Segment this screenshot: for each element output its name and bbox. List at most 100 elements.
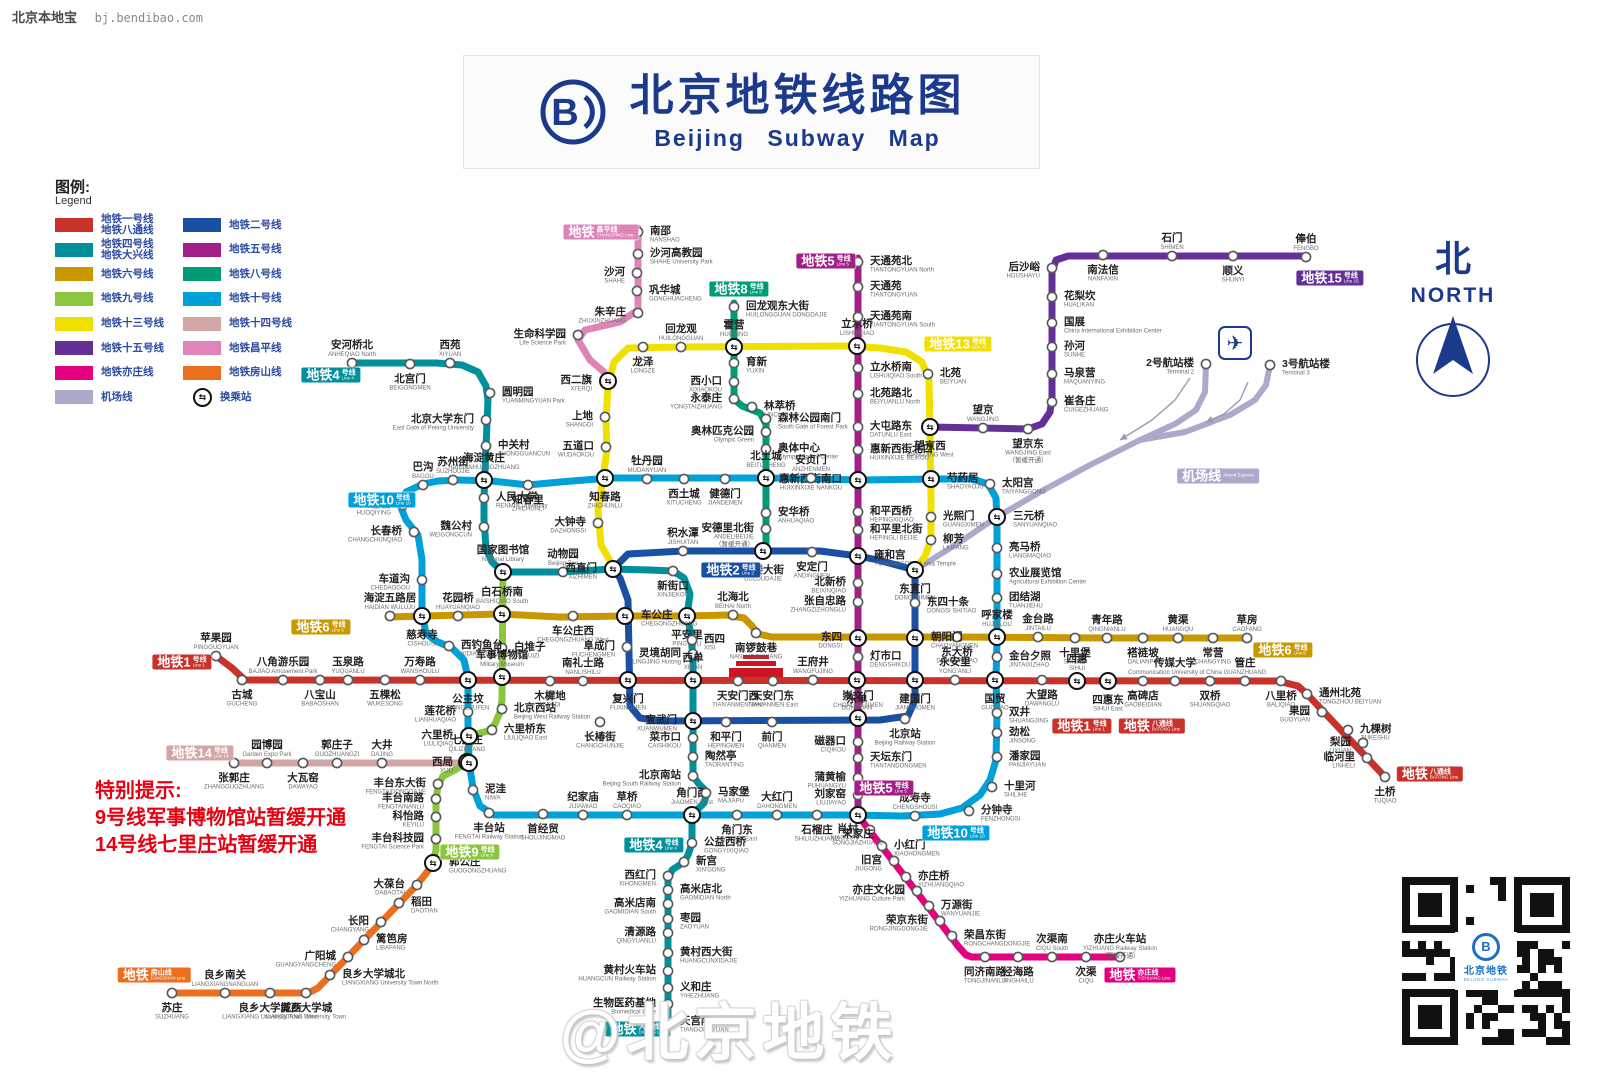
svg-text:常营: 常营 — [1203, 646, 1225, 659]
svg-text:SANYUANQIAO: SANYUANQIAO — [1013, 523, 1057, 529]
svg-text:大瓦窑: 大瓦窑 — [287, 771, 319, 784]
svg-text:次渠: 次渠 — [1076, 965, 1098, 978]
svg-text:Biomedical Base: Biomedical Base — [611, 1010, 656, 1016]
svg-text:传媒大学: 传媒大学 — [1153, 656, 1196, 669]
svg-text:北京站: 北京站 — [889, 727, 921, 740]
svg-text:XIAOHONGMEN: XIAOHONGMEN — [894, 852, 940, 858]
svg-text:3号航站楼: 3号航站楼 — [1282, 357, 1330, 370]
svg-text:知春路: 知春路 — [589, 490, 621, 503]
svg-text:CHONGWENMEN: CHONGWENMEN — [833, 703, 883, 709]
legend-item: 机场线 — [55, 390, 183, 405]
svg-text:石门: 石门 — [1161, 231, 1183, 244]
svg-text:TAORANTING: TAORANTING — [705, 763, 744, 769]
title-english: Beijing Subway Map — [654, 124, 941, 151]
svg-text:石榴庄: 石榴庄 — [800, 823, 833, 836]
legend-label: 换乘站 — [220, 390, 252, 403]
svg-text:⇆: ⇆ — [498, 672, 505, 682]
svg-text:（暂缓开通）: （暂缓开通） — [715, 539, 754, 548]
svg-text:动物园: 动物园 — [547, 547, 579, 560]
svg-text:玉泉路: 玉泉路 — [332, 655, 364, 668]
svg-text:永泰庄: 永泰庄 — [690, 391, 723, 404]
svg-text:双井: 双井 — [1008, 705, 1031, 718]
svg-text:长春桥: 长春桥 — [371, 524, 403, 537]
svg-text:TIANTONGYUAN North: TIANTONGYUAN North — [870, 268, 934, 274]
svg-text:⇆: ⇆ — [499, 567, 506, 577]
svg-text:CAISHIKOU: CAISHIKOU — [648, 744, 681, 750]
svg-text:GUCHENG: GUCHENG — [227, 702, 258, 708]
svg-text:和平西桥: 和平西桥 — [869, 504, 912, 517]
legend-item: 地铁二号线 — [183, 218, 311, 233]
legend: 图例: Legend 地铁一号线地铁八通线地铁二号线地铁四号线地铁大兴线地铁五号… — [55, 176, 325, 410]
svg-text:八里桥: 八里桥 — [1264, 689, 1297, 702]
svg-text:WANGJING East: WANGJING East — [1005, 451, 1051, 457]
badge-text: 地铁 — [122, 967, 149, 983]
svg-text:⇆: ⇆ — [464, 675, 471, 685]
svg-text:GUANZHUANG: GUANZHUANG — [1224, 670, 1267, 676]
badge-text: 地铁5 — [859, 780, 893, 796]
svg-text:魏公村: 魏公村 — [440, 519, 473, 532]
svg-text:BAGOU: BAGOU — [412, 474, 434, 480]
svg-text:张自忠路: 张自忠路 — [804, 594, 846, 607]
qr-logo-english: BEIJING SUBWAY — [1463, 977, 1509, 982]
svg-text:良乡大学城: 良乡大学城 — [280, 1001, 333, 1014]
badge-text: 地铁5 — [801, 253, 835, 269]
svg-text:GULOUDAJIE: GULOUDAJIE — [744, 577, 782, 583]
svg-text:丰台科技园: 丰台科技园 — [372, 831, 425, 844]
svg-text:CAOQIAO: CAOQIAO — [613, 804, 641, 810]
svg-text:⇆: ⇆ — [911, 565, 918, 575]
svg-text:DALIANPO: DALIANPO — [1128, 660, 1159, 666]
svg-text:⇆: ⇆ — [993, 512, 1000, 522]
svg-text:JIANDEMEN: JIANDEMEN — [708, 501, 743, 507]
svg-text:土桥: 土桥 — [1375, 785, 1397, 798]
legend-row: 地铁四号线地铁大兴线地铁五号线 — [55, 238, 325, 263]
legend-color-swatch — [183, 218, 221, 233]
svg-text:望京: 望京 — [973, 403, 994, 416]
svg-text:天宫院: 天宫院 — [680, 1014, 712, 1027]
svg-text:古城: 古城 — [232, 688, 253, 701]
legend-item: 地铁九号线 — [55, 292, 183, 307]
svg-text:CHENGSHOUSI: CHENGSHOUSI — [893, 805, 938, 811]
svg-text:JINGHAILU: JINGHAILU — [1002, 979, 1033, 985]
svg-text:苹果园: 苹果园 — [200, 631, 232, 644]
svg-text:Agricultural Exhibition Center: Agricultural Exhibition Center — [1009, 580, 1086, 586]
svg-text:北苑: 北苑 — [940, 366, 961, 379]
svg-text:ZHUXINZHUANG: ZHUXINZHUANG — [578, 319, 626, 325]
legend-title: 图例: — [55, 179, 90, 196]
legend-item: 地铁五号线 — [183, 242, 311, 257]
svg-text:LIANGMAQIAO: LIANGMAQIAO — [1009, 554, 1051, 560]
svg-text:白堆子: 白堆子 — [514, 640, 546, 653]
